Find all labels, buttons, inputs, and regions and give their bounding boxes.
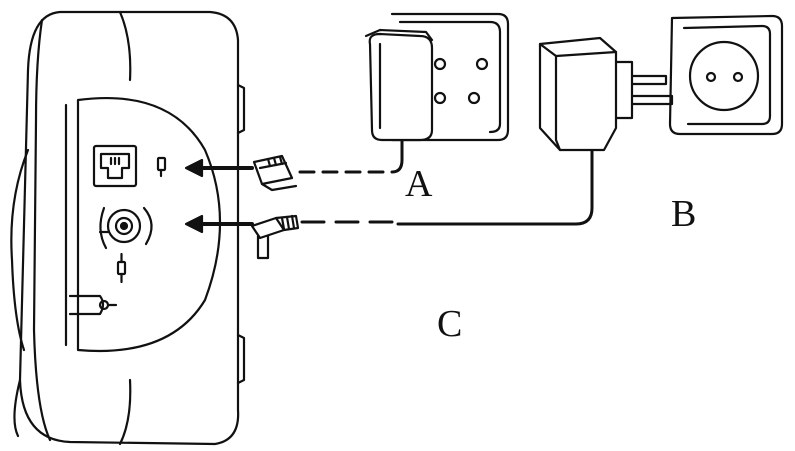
power-plug — [250, 214, 300, 260]
label-c: C — [437, 303, 463, 345]
base-outer-body — [18, 10, 240, 446]
socket-b — [668, 14, 784, 136]
power-plug-icon — [116, 252, 127, 284]
cable-solid-a — [390, 138, 404, 174]
socket-a — [390, 12, 510, 142]
arrow-phone-line — [184, 158, 254, 178]
label-a: A — [405, 163, 433, 205]
telephone-plug — [252, 154, 298, 192]
transformer-a — [364, 28, 434, 142]
base-station — [10, 10, 246, 446]
telephone-line-icon — [156, 156, 167, 178]
cable-solid-b — [396, 148, 594, 226]
arrow-power-line — [184, 214, 254, 234]
power-jack-socket — [98, 206, 153, 250]
label-b: B — [671, 193, 697, 235]
plug-in-adapter-b — [538, 36, 674, 152]
cable-clip — [68, 294, 118, 316]
phone-line-socket — [92, 144, 138, 188]
base-side-bulge — [10, 148, 30, 352]
rear-panel — [76, 96, 222, 352]
